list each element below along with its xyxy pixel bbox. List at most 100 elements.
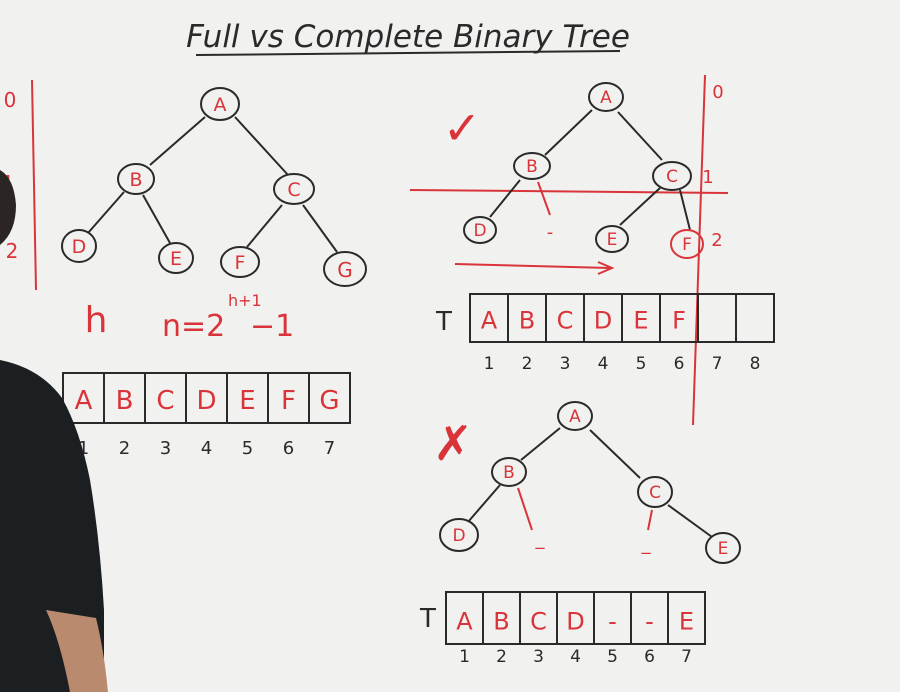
svg-text:C: C [649, 483, 661, 503]
full-array-index: 6 [283, 438, 294, 459]
non-complete-array-cell: E [679, 607, 694, 635]
complete-array-index: 6 [674, 354, 685, 374]
full-array-cell: B [116, 386, 134, 416]
non-complete-array-cell: B [493, 607, 509, 635]
svg-text:E: E [607, 230, 618, 250]
non-complete-tree-node-a: A [557, 401, 593, 431]
complete-array-cell: D [594, 307, 612, 335]
full-array-index: 7 [324, 438, 335, 459]
complete-array-label: T [435, 307, 452, 337]
complete-array-index: 5 [636, 354, 647, 374]
non-complete-array-index: 6 [644, 647, 655, 667]
non-complete-tree-node-e: E [705, 532, 741, 564]
full-array-cell: G [319, 386, 339, 416]
non-complete-array-index: 7 [681, 647, 692, 667]
full-array-cell: C [156, 386, 174, 416]
node-count-formula: n=2 h+1 −1 [162, 291, 294, 344]
complete-array-cell: B [519, 307, 535, 335]
svg-text:D: D [72, 236, 87, 258]
svg-text:A: A [569, 407, 581, 427]
svg-text:h+1: h+1 [228, 291, 262, 310]
non-complete-array-cell: C [530, 607, 547, 635]
svg-text:n=2: n=2 [162, 309, 225, 344]
svg-text:B: B [526, 157, 538, 177]
svg-text:A: A [214, 94, 227, 116]
non-complete-array-cell: - [608, 607, 617, 635]
svg-text:C: C [666, 167, 678, 187]
non-complete-tree-node-d: D [439, 518, 479, 552]
non-complete-array-index: 2 [496, 647, 507, 667]
complete-array-cell: F [672, 307, 686, 335]
complete-array-index: 8 [750, 354, 761, 374]
non-complete-array-index: 5 [607, 647, 618, 667]
complete-array-cell: C [557, 307, 574, 335]
full-tree-node-g: G [323, 251, 367, 287]
full-tree-edges [87, 116, 338, 253]
complete-tree-node-b: B [513, 152, 551, 180]
height-symbol: h [85, 300, 108, 341]
svg-text:D: D [452, 526, 465, 546]
svg-text:A: A [600, 88, 612, 108]
non-complete-array-index: 4 [570, 647, 581, 667]
full-tree-node-e: E [158, 242, 194, 274]
title-underline [195, 50, 621, 56]
complete-array-cell: E [633, 307, 648, 335]
full-array-index: 3 [160, 438, 171, 459]
full-array-index: 4 [201, 438, 212, 459]
full-binary-tree: A B C D E F G h n=2 h+1 [61, 87, 367, 459]
full-array-index: 1 [78, 438, 89, 459]
full-array-index: 5 [242, 438, 253, 459]
complete-binary-tree: ✓ 0 1 2 A B C [409, 74, 775, 426]
non-complete-array-index: 3 [533, 647, 544, 667]
svg-text:E: E [170, 248, 182, 270]
non-complete-tree-edges [467, 427, 713, 538]
board-title: Full vs Complete Binary Tree [186, 19, 630, 55]
complete-tree-node-e: E [595, 225, 629, 253]
non-complete-array-index: 1 [459, 647, 470, 667]
level-label-0: 0 [4, 88, 17, 112]
full-array-cell: D [196, 386, 216, 416]
complete-array-index: 7 [712, 354, 723, 374]
svg-text:F: F [235, 252, 246, 274]
full-array-cell: E [239, 386, 255, 416]
complete-tree-edges [489, 109, 691, 231]
cross-icon: ✗ [433, 416, 473, 472]
svg-text:E: E [718, 539, 729, 559]
presenter-head [0, 170, 16, 245]
non-complete-missing-edges [517, 487, 653, 531]
missing-edge [537, 181, 551, 216]
full-tree-node-c: C [273, 173, 315, 205]
complete-tree-empty-slot: - [547, 222, 554, 243]
full-tree-node-d: D [61, 229, 97, 263]
svg-text:C: C [287, 179, 300, 201]
full-array-frame [62, 372, 351, 424]
svg-text:B: B [129, 169, 142, 191]
complete-level-label-0: 0 [712, 82, 723, 103]
complete-tree-level-guides [409, 74, 729, 426]
non-complete-array-cell: A [456, 607, 473, 635]
non-complete-array-cell: D [566, 607, 584, 635]
non-complete-binary-tree: ✗ _ _ A B C D E [419, 401, 741, 667]
complete-array-index: 4 [598, 354, 609, 374]
presenter-arm [46, 610, 108, 692]
svg-text:G: G [337, 258, 353, 282]
presenter-shirt [0, 360, 104, 692]
complete-array-index: 1 [484, 354, 495, 374]
checkmark-icon: ✓ [443, 101, 482, 155]
full-tree-node-f: F [220, 246, 260, 278]
non-complete-array-label: T [419, 604, 436, 634]
complete-tree-node-c: C [652, 161, 692, 191]
full-array-cell: F [281, 386, 296, 416]
complete-tree-node-f: F [670, 229, 704, 259]
non-complete-array-cell: - [645, 607, 654, 635]
complete-array-cell: A [481, 307, 498, 335]
non-complete-tree-node-c: C [637, 476, 673, 508]
level-label-2: 2 [6, 239, 19, 263]
complete-array-index: 2 [522, 354, 533, 374]
non-complete-array-frame [445, 591, 706, 645]
full-tree-node-b: B [117, 163, 155, 195]
